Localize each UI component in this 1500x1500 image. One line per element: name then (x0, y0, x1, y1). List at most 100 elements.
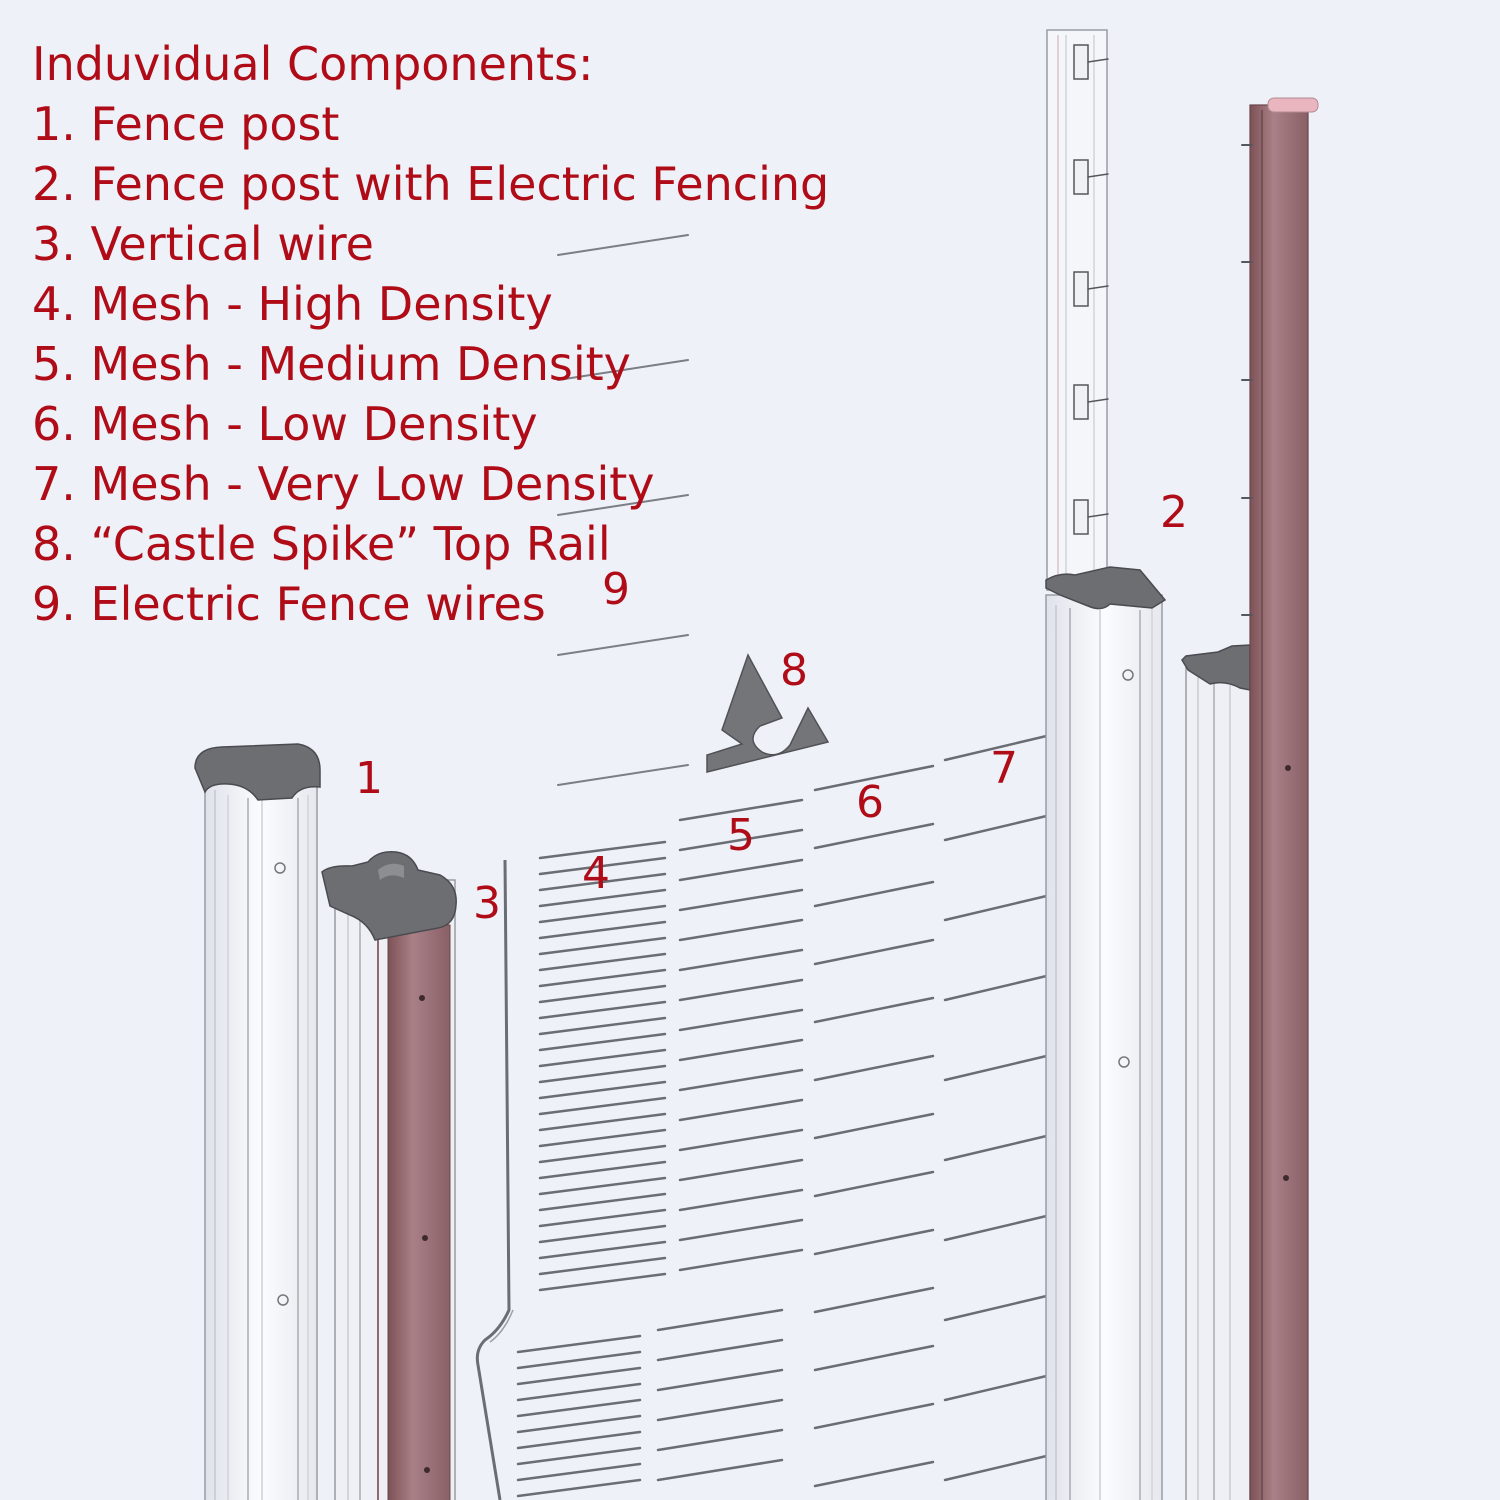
mesh-wire (678, 1218, 804, 1242)
mesh-wire (516, 1478, 642, 1498)
mesh-low-density-6 (813, 764, 935, 1488)
callout-5: 5 (727, 810, 755, 861)
mesh-wire (538, 904, 667, 924)
mesh-wire (656, 1458, 784, 1482)
mesh-wire (538, 1112, 667, 1132)
electric-wire (557, 494, 689, 516)
insulator-icon (1073, 271, 1089, 307)
mesh-wire (678, 888, 804, 912)
callout-2: 2 (1160, 487, 1188, 538)
mesh-wire (678, 858, 804, 882)
mesh-wire (678, 1038, 804, 1062)
legend-item-3: 3. Vertical wire (32, 217, 374, 271)
mesh-wire (538, 856, 667, 876)
mesh-wire (678, 978, 804, 1002)
mesh-wire (538, 1224, 667, 1244)
insulator-pin (1087, 513, 1109, 518)
mesh-wire (538, 1128, 667, 1148)
mesh-wire (678, 1128, 804, 1152)
mesh-wire (813, 1170, 935, 1198)
vertical-wire-3 (475, 859, 514, 1500)
electric-wire (557, 234, 689, 256)
callout-8: 8 (780, 645, 808, 696)
mesh-wire (943, 892, 1057, 922)
mesh-wire (943, 1372, 1057, 1402)
components-legend: Induvidual Components: 1. Fence post 2. … (32, 34, 829, 634)
mesh-wire (813, 1402, 935, 1430)
insulator-pin (1087, 285, 1109, 290)
mesh-wire (538, 1272, 667, 1292)
mesh-wire (516, 1414, 642, 1434)
mesh-very-low-density-7 (943, 732, 1057, 1482)
mesh-wire (516, 1382, 642, 1402)
callout-9: 9 (602, 564, 630, 615)
mesh-wire (516, 1430, 642, 1450)
mesh-wire (678, 1248, 804, 1272)
mesh-wire (516, 1462, 642, 1482)
mesh-wire (813, 764, 935, 792)
mesh-wire (516, 1446, 642, 1466)
electric-wire (557, 764, 689, 786)
mesh-wire (538, 1208, 667, 1228)
mesh-wire (538, 1032, 667, 1052)
mesh-wire (943, 972, 1057, 1002)
mesh-wire (656, 1398, 784, 1422)
mesh-wire (678, 1068, 804, 1092)
electric-insulators (1073, 44, 1109, 535)
electric-wire (557, 634, 689, 656)
mesh-wire (538, 1016, 667, 1036)
mesh-wire (813, 1054, 935, 1082)
mesh-wire (943, 1132, 1057, 1162)
insulator-pin (1087, 398, 1109, 403)
mesh-wire (813, 1286, 935, 1314)
legend-title: Induvidual Components: (32, 37, 594, 91)
castle-spike-top-rail-8 (706, 653, 830, 773)
callout-3: 3 (473, 878, 501, 929)
mesh-wire (656, 1368, 784, 1392)
callout-7: 7 (990, 743, 1018, 794)
mesh-wire (678, 1098, 804, 1122)
mesh-wire (813, 1228, 935, 1256)
mesh-wire (538, 1176, 667, 1196)
mesh-wire (678, 948, 804, 972)
mesh-wire (538, 920, 667, 940)
mesh-wire (538, 1064, 667, 1084)
legend-item-6: 6. Mesh - Low Density (32, 397, 538, 451)
mesh-medium-density-5 (656, 798, 804, 1482)
callout-6: 6 (856, 777, 884, 828)
mesh-wire (678, 828, 804, 852)
fence-post-1 (194, 743, 321, 1500)
insulator-icon (1073, 384, 1089, 420)
mesh-high-density-4 (516, 840, 667, 1498)
mesh-wire (943, 1212, 1057, 1242)
mesh-wire (813, 938, 935, 966)
mesh-wire (678, 1158, 804, 1182)
mesh-wire (813, 1112, 935, 1140)
mesh-wire (678, 918, 804, 942)
legend-item-5: 5. Mesh - Medium Density (32, 337, 631, 391)
mesh-wire (943, 1292, 1057, 1322)
mesh-wire (538, 968, 667, 988)
mesh-wire (943, 1052, 1057, 1082)
mesh-wire (943, 732, 1057, 762)
legend-item-8: 8. “Castle Spike” Top Rail (32, 517, 611, 571)
mesh-wire (813, 1460, 935, 1488)
mesh-wire (538, 1096, 667, 1116)
mesh-wire (516, 1334, 642, 1354)
legend-item-9: 9. Electric Fence wires (32, 577, 546, 631)
callout-4: 4 (582, 848, 610, 899)
insulator-icon (1073, 44, 1089, 80)
legend-list: 1. Fence post 2. Fence post with Electri… (32, 94, 829, 634)
fence-post-1-pink-variant (321, 850, 457, 1500)
mesh-wire (538, 888, 667, 908)
insulator-icon (1073, 159, 1089, 195)
mesh-wire (813, 1344, 935, 1372)
mesh-wire (538, 840, 667, 860)
legend-item-4: 4. Mesh - High Density (32, 277, 553, 331)
legend-item-2: 2. Fence post with Electric Fencing (32, 157, 830, 211)
wire-pins (1241, 144, 1253, 616)
mesh-wire (538, 1160, 667, 1180)
mesh-wire (813, 822, 935, 850)
mesh-wire (813, 880, 935, 908)
